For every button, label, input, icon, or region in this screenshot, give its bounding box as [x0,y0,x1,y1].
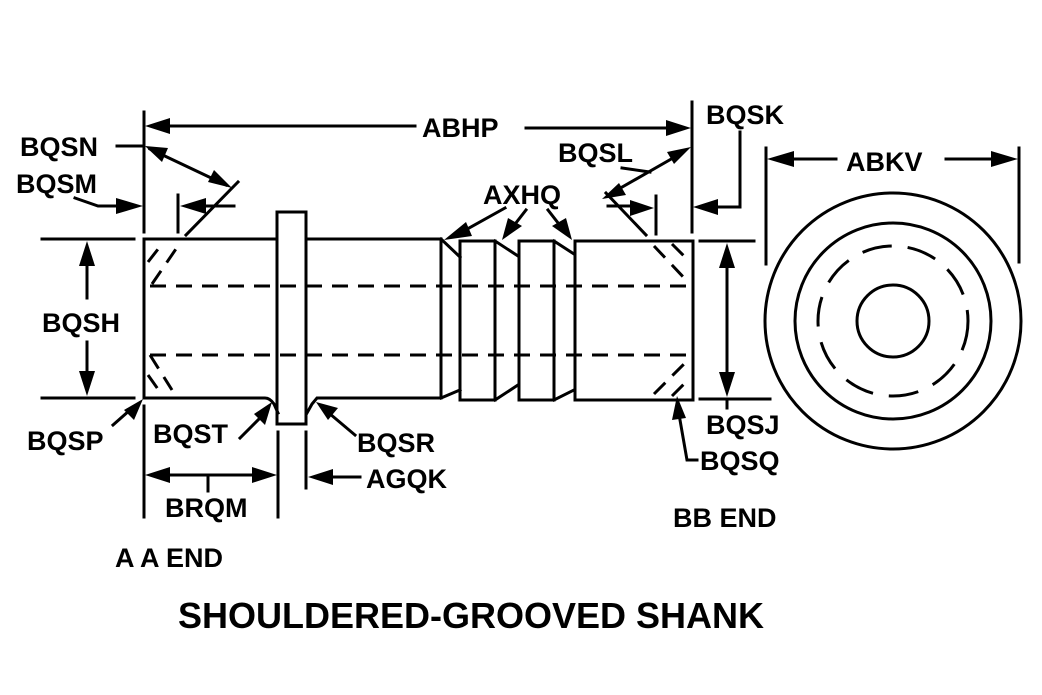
arrowhead [552,218,572,240]
arrowhead [79,241,95,266]
outer-circle [763,191,1023,451]
bqsk-leader [710,130,742,209]
label-agqk: AGQK [366,464,448,494]
arrowhead [124,399,143,420]
dimension-lines [40,100,1021,519]
bqsr-leader [327,411,358,438]
label-bqsm: BQSM [16,169,97,199]
main-body-outline [304,237,443,416]
a-end-hidden-chamfer-bottom [146,354,174,393]
dimension-labels: ABHP BQSK BQSN BQSM BQSL AXHQ ABKV BQSH … [16,100,923,636]
label-bqst: BQST [153,419,229,449]
arrowhead [630,200,654,216]
arrowhead [316,402,338,420]
chamfer-angle-line [183,179,241,238]
a-end-hidden-chamfer-top [146,243,180,285]
shank-side-view [142,210,695,426]
label-bqsh: BQSH [42,308,120,338]
b-end-hidden-chamfer-top [652,242,692,284]
b-end-body [573,239,695,402]
view-label-a-end: A A END [115,543,223,573]
groove-land-2 [517,239,556,402]
bqsm-leader [73,196,124,208]
groove-chamfer-3 [551,238,577,403]
groove-chamfer-2 [492,238,521,403]
arrowhead [252,467,277,483]
bore-circle [855,283,931,359]
arrowhead [667,147,691,164]
arrowhead [208,170,232,188]
arrowhead [308,469,333,485]
b-end-hidden-chamfer-bottom [652,358,692,398]
arrowhead [666,120,691,136]
axhq-leader-1 [459,205,508,235]
bqsl-angle-dim-line [607,151,683,197]
hidden-circle [816,244,970,398]
bqsl-leader [620,166,652,174]
arrowhead [502,218,522,240]
arrowhead [254,402,272,425]
arrowhead [145,467,170,483]
arrowhead [180,198,206,214]
arrowhead [672,396,686,420]
label-brqm: BRQM [165,493,248,523]
label-bqsj: BQSJ [706,410,780,440]
arrowhead [444,222,472,240]
label-bqsl: BQSL [558,138,633,168]
arrowhead [693,199,718,215]
a-end-body-outline [142,237,280,415]
label-abhp: ABHP [422,113,499,143]
drawing-title: SHOULDERED-GROOVED SHANK [178,595,764,636]
arrowhead [79,371,95,396]
label-axhq: AXHQ [483,180,561,210]
arrowhead [767,151,794,167]
bqsq-leader [678,418,699,462]
bqst-leader [237,415,263,441]
arrowhead [145,118,170,134]
arrowhead [719,243,735,268]
groove-land-1 [458,239,497,402]
label-bqsq: BQSQ [700,446,780,476]
label-bqsn: BQSN [20,132,98,162]
arrowhead [991,151,1018,167]
label-abkv: ABKV [846,147,923,177]
view-label-bb-end: BB END [673,503,777,533]
groove-chamfer-1 [438,236,463,400]
label-bqsp: BQSP [27,426,104,456]
arrowhead [116,198,143,214]
arrowhead [719,372,735,397]
shoulder-circle [793,221,993,421]
shoulder-collar [275,210,308,426]
b-chamfer-angle-line [603,190,649,238]
label-bqsk: BQSK [706,100,785,130]
bb-end-view [763,191,1023,451]
arrowhead [145,146,168,162]
label-bqsr: BQSR [357,428,435,458]
